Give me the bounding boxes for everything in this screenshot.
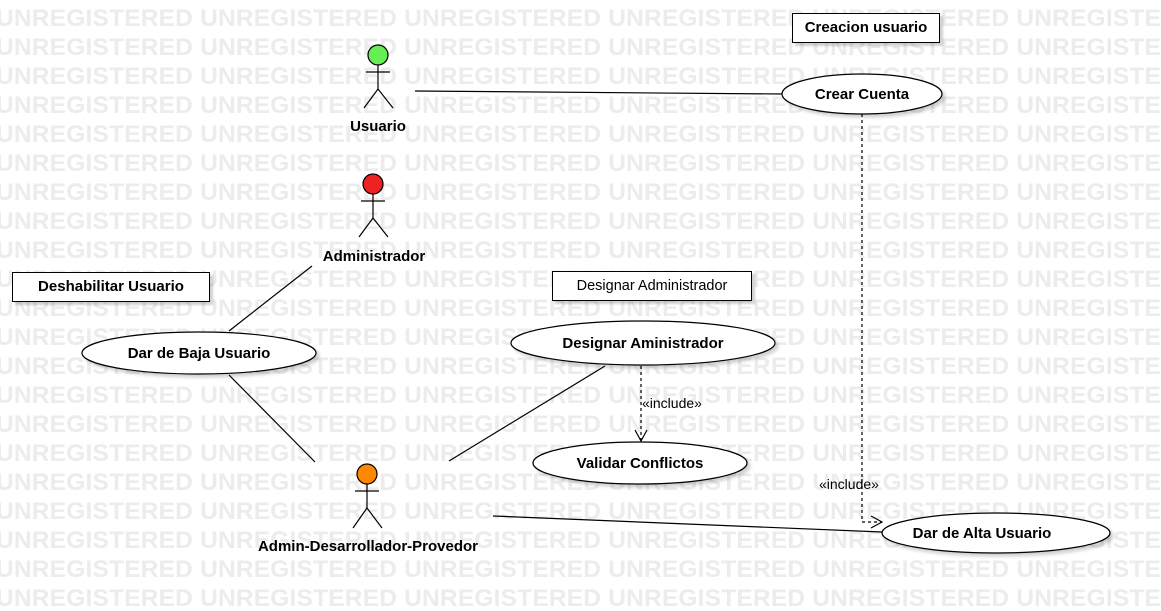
actor-label-usuario: Usuario — [350, 118, 406, 135]
include-label-alta: «include» — [819, 476, 879, 492]
actor-label-admin-desarrollador-provedor: Admin-Desarrollador-Provedor — [258, 538, 478, 555]
include-arrowhead-alta — [870, 515, 884, 529]
use-case-dar-de-alta-usuario[interactable]: Dar de Alta Usuario — [881, 512, 1111, 554]
use-case-crear-cuenta[interactable]: Crear Cuenta — [781, 73, 943, 115]
use-case-designar-aministrador[interactable]: Designar Aministrador — [510, 320, 776, 366]
actor-usuario[interactable] — [363, 44, 394, 109]
include-crear-alta[interactable] — [861, 114, 881, 523]
association-admin-dev-dar-baja[interactable] — [228, 374, 316, 463]
use-case-label: Dar de Baja Usuario — [128, 345, 271, 362]
use-case-label: Designar Aministrador — [562, 335, 723, 352]
note-deshabilitar-usuario[interactable]: Deshabilitar Usuario — [12, 272, 210, 302]
association-administrador-dar-baja[interactable] — [228, 265, 313, 332]
include-label-validar: «include» — [642, 395, 702, 411]
use-case-label: Dar de Alta Usuario — [913, 525, 1052, 542]
actor-admin-desarrollador-provedor[interactable] — [352, 463, 383, 529]
include-arrowhead-validar — [634, 429, 648, 443]
actor-head-icon — [356, 463, 378, 485]
association-usuario-crear-cuenta[interactable] — [414, 90, 783, 95]
use-case-validar-conflictos[interactable]: Validar Conflictos — [532, 441, 748, 485]
actor-administrador[interactable] — [358, 173, 389, 238]
use-case-dar-de-baja-usuario[interactable]: Dar de Baja Usuario — [81, 331, 317, 375]
use-case-label: Validar Conflictos — [577, 455, 704, 472]
note-designar-administrador[interactable]: Designar Administrador — [552, 271, 752, 301]
note-creacion-usuario[interactable]: Creacion usuario — [792, 13, 940, 43]
association-admin-dev-designar[interactable] — [448, 365, 606, 462]
actor-label-administrador: Administrador — [323, 248, 426, 265]
association-admin-dev-dar-alta[interactable] — [492, 515, 883, 533]
actor-head-icon — [367, 44, 389, 66]
actor-head-icon — [362, 173, 384, 195]
use-case-label: Crear Cuenta — [815, 86, 910, 103]
